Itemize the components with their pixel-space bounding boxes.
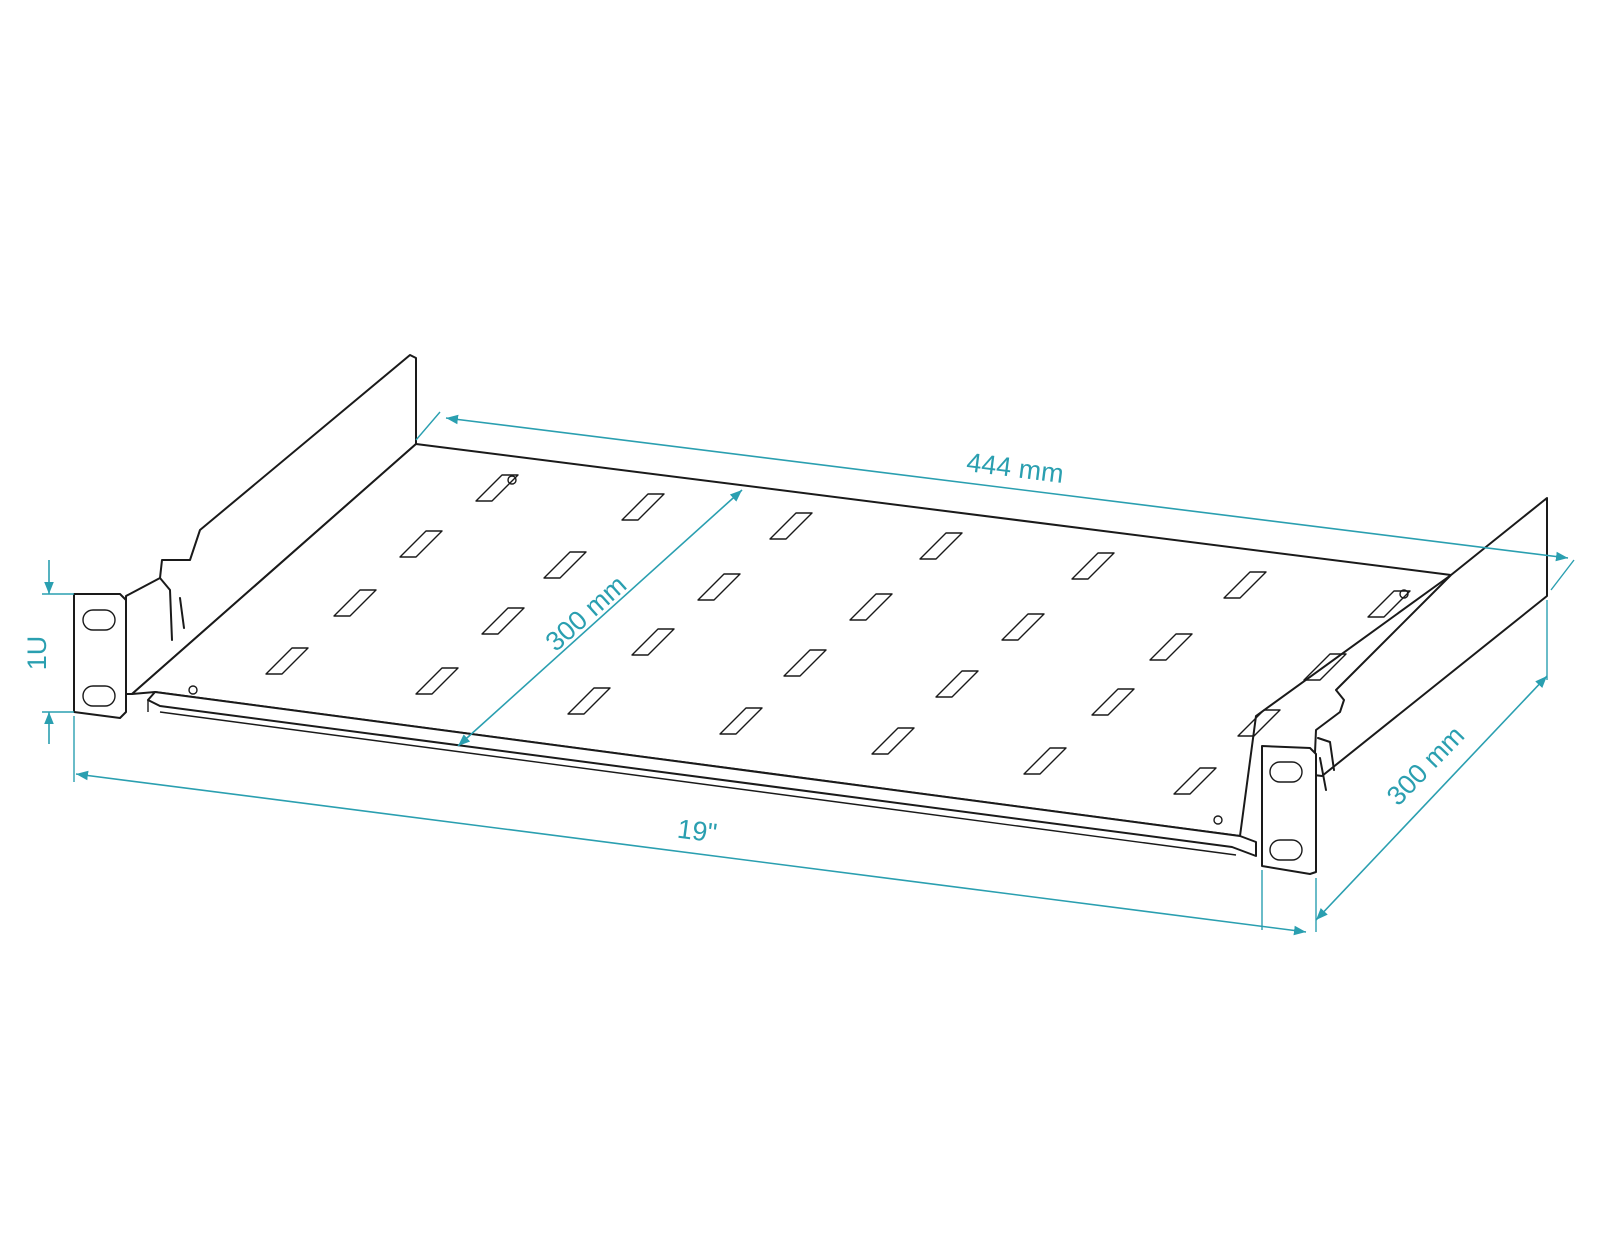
left-mounting-ear <box>73 593 127 719</box>
left-side-wall <box>125 354 417 695</box>
dimension-height: 1U <box>22 560 74 744</box>
vent-slot <box>783 649 827 677</box>
vent-slot <box>849 593 893 621</box>
vent-slot <box>1001 613 1045 641</box>
dimension-label-444mm: 444 mm <box>965 447 1066 489</box>
vent-slot <box>399 530 443 558</box>
dimension-width-front: 19" <box>73 716 1307 936</box>
dimension-label-19in: 19" <box>676 814 719 849</box>
dimension-label-300mm-side: 300 mm <box>1381 720 1470 811</box>
vent-slot <box>1367 590 1411 618</box>
vent-slot <box>871 727 915 755</box>
right-mounting-ear <box>1261 745 1317 875</box>
vent-slot <box>1223 571 1267 599</box>
dimension-label-1u: 1U <box>22 636 52 671</box>
vent-slot <box>1237 709 1281 737</box>
screw-hole <box>188 685 198 695</box>
vent-slot <box>1303 653 1347 681</box>
vent-slot <box>333 589 377 617</box>
vent-slot <box>1091 688 1135 716</box>
left-ear-slot-bottom <box>82 685 116 707</box>
vent-slot <box>265 647 309 675</box>
vent-slot <box>1149 633 1193 661</box>
shelf-body <box>125 354 1548 857</box>
left-ear-slot-top <box>82 609 116 631</box>
screw-hole <box>1399 589 1409 599</box>
vent-slot <box>935 670 979 698</box>
left-notch <box>159 577 185 641</box>
